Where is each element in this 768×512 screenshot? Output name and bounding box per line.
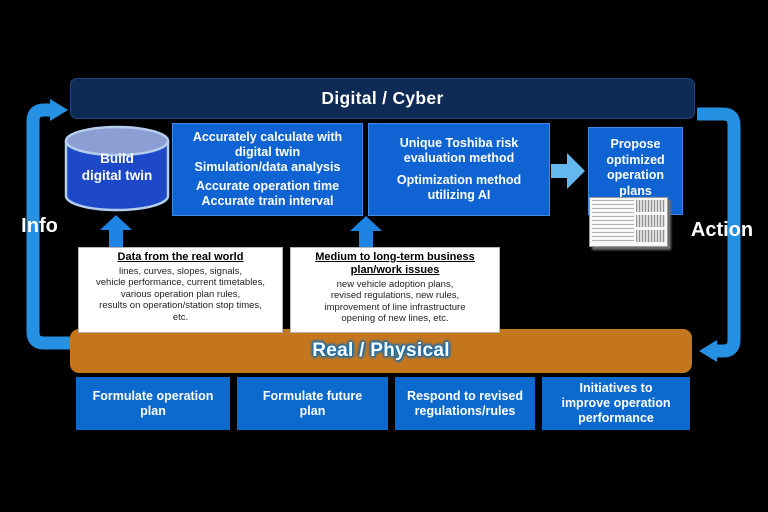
text-line: Optimization method bbox=[396, 173, 522, 187]
bottom-box-respond-revised-regulations: Respond to revised regulations/rules bbox=[395, 377, 535, 430]
build-digital-twin-label: Build digital twin bbox=[66, 150, 168, 184]
text-line: Respond to revised bbox=[407, 388, 523, 403]
action-label: Action bbox=[690, 219, 754, 241]
text-line: plan bbox=[140, 403, 166, 418]
calc-box: Accurately calculate with digital twin S… bbox=[172, 123, 363, 216]
real-physical-banner: Real / Physical bbox=[70, 329, 692, 373]
info-label: Info bbox=[21, 215, 58, 237]
text-line: Initiatives to bbox=[579, 381, 653, 395]
business-plan-heading: plan/work issues bbox=[350, 264, 440, 276]
text-line: improve operation bbox=[561, 396, 671, 410]
text-line: plans bbox=[619, 183, 652, 198]
real-world-data-box: Data from the real world lines, curves, … bbox=[78, 247, 283, 333]
text-line: Propose bbox=[610, 137, 661, 151]
calc-box-top-text: Accurately calculate with digital twin S… bbox=[175, 130, 360, 175]
text-line: Accurately calculate with bbox=[192, 130, 343, 144]
text-line: etc. bbox=[172, 311, 189, 323]
text-line: improvement of line infrastructure bbox=[324, 301, 466, 313]
text-line: utilizing AI bbox=[427, 188, 491, 202]
bottom-box-formulate-future-plan: Formulate future plan bbox=[237, 377, 388, 430]
bottom-box-improve-operation-performance: Initiatives to improve operation perform… bbox=[542, 377, 690, 430]
real-physical-label: Real / Physical bbox=[312, 340, 450, 361]
real-world-data-heading: Data from the real world bbox=[117, 251, 244, 263]
text-line: operation bbox=[607, 168, 664, 182]
text-line: digital twin bbox=[81, 168, 153, 183]
digital-cyber-label: Digital / Cyber bbox=[321, 88, 444, 108]
info-flow-arrow-icon bbox=[26, 99, 70, 350]
text-line: various operation plan rules, bbox=[120, 288, 241, 300]
text-line: Accurate operation time bbox=[195, 179, 340, 193]
text-line: Formulate operation bbox=[92, 388, 214, 403]
calc-box-bottom-text: Accurate operation time Accurate train i… bbox=[175, 179, 360, 209]
text-line: vehicle performance, current timetables, bbox=[96, 277, 265, 289]
text-line: revised regulations, new rules, bbox=[330, 290, 460, 302]
text-line: digital twin bbox=[234, 145, 301, 159]
text-line: evaluation method bbox=[403, 151, 515, 165]
text-line: opening of new lines, etc. bbox=[341, 313, 449, 325]
risk-box: Unique Toshiba risk evaluation method Op… bbox=[368, 123, 550, 216]
text-line: Simulation/data analysis bbox=[194, 160, 341, 174]
text-line: lines, curves, slopes, signals, bbox=[118, 266, 243, 277]
spreadsheet-table-icon bbox=[589, 197, 668, 247]
text-line: results on operation/station stop times, bbox=[99, 300, 262, 312]
arrow-right-icon bbox=[551, 153, 585, 189]
arrow-up-icon bbox=[100, 215, 132, 247]
database-cylinder-icon bbox=[64, 125, 170, 212]
text-line: Accurate train interval bbox=[201, 194, 334, 208]
business-plan-heading: Medium to long-term business bbox=[315, 251, 475, 263]
digital-cyber-banner: Digital / Cyber bbox=[70, 78, 695, 119]
text-line: plan bbox=[299, 403, 326, 418]
text-line: Formulate future bbox=[262, 388, 363, 403]
business-plan-box: Medium to long-term business plan/work i… bbox=[290, 247, 500, 333]
text-line: optimized bbox=[606, 152, 665, 167]
text-line: Build bbox=[100, 151, 134, 166]
spreadsheet-grid bbox=[636, 200, 665, 244]
risk-box-top-text: Unique Toshiba risk evaluation method bbox=[371, 136, 547, 166]
arrow-up-icon bbox=[350, 216, 382, 248]
text-line: regulations/rules bbox=[414, 403, 516, 418]
spreadsheet-rows bbox=[592, 200, 634, 244]
text-line: new vehicle adoption plans, bbox=[336, 279, 454, 290]
text-line: Unique Toshiba risk bbox=[399, 136, 519, 150]
text-line: performance bbox=[578, 411, 654, 425]
bottom-box-formulate-operation-plan: Formulate operation plan bbox=[76, 377, 230, 430]
action-flow-arrow-icon bbox=[697, 107, 741, 362]
risk-box-bottom-text: Optimization method utilizing AI bbox=[371, 173, 547, 203]
